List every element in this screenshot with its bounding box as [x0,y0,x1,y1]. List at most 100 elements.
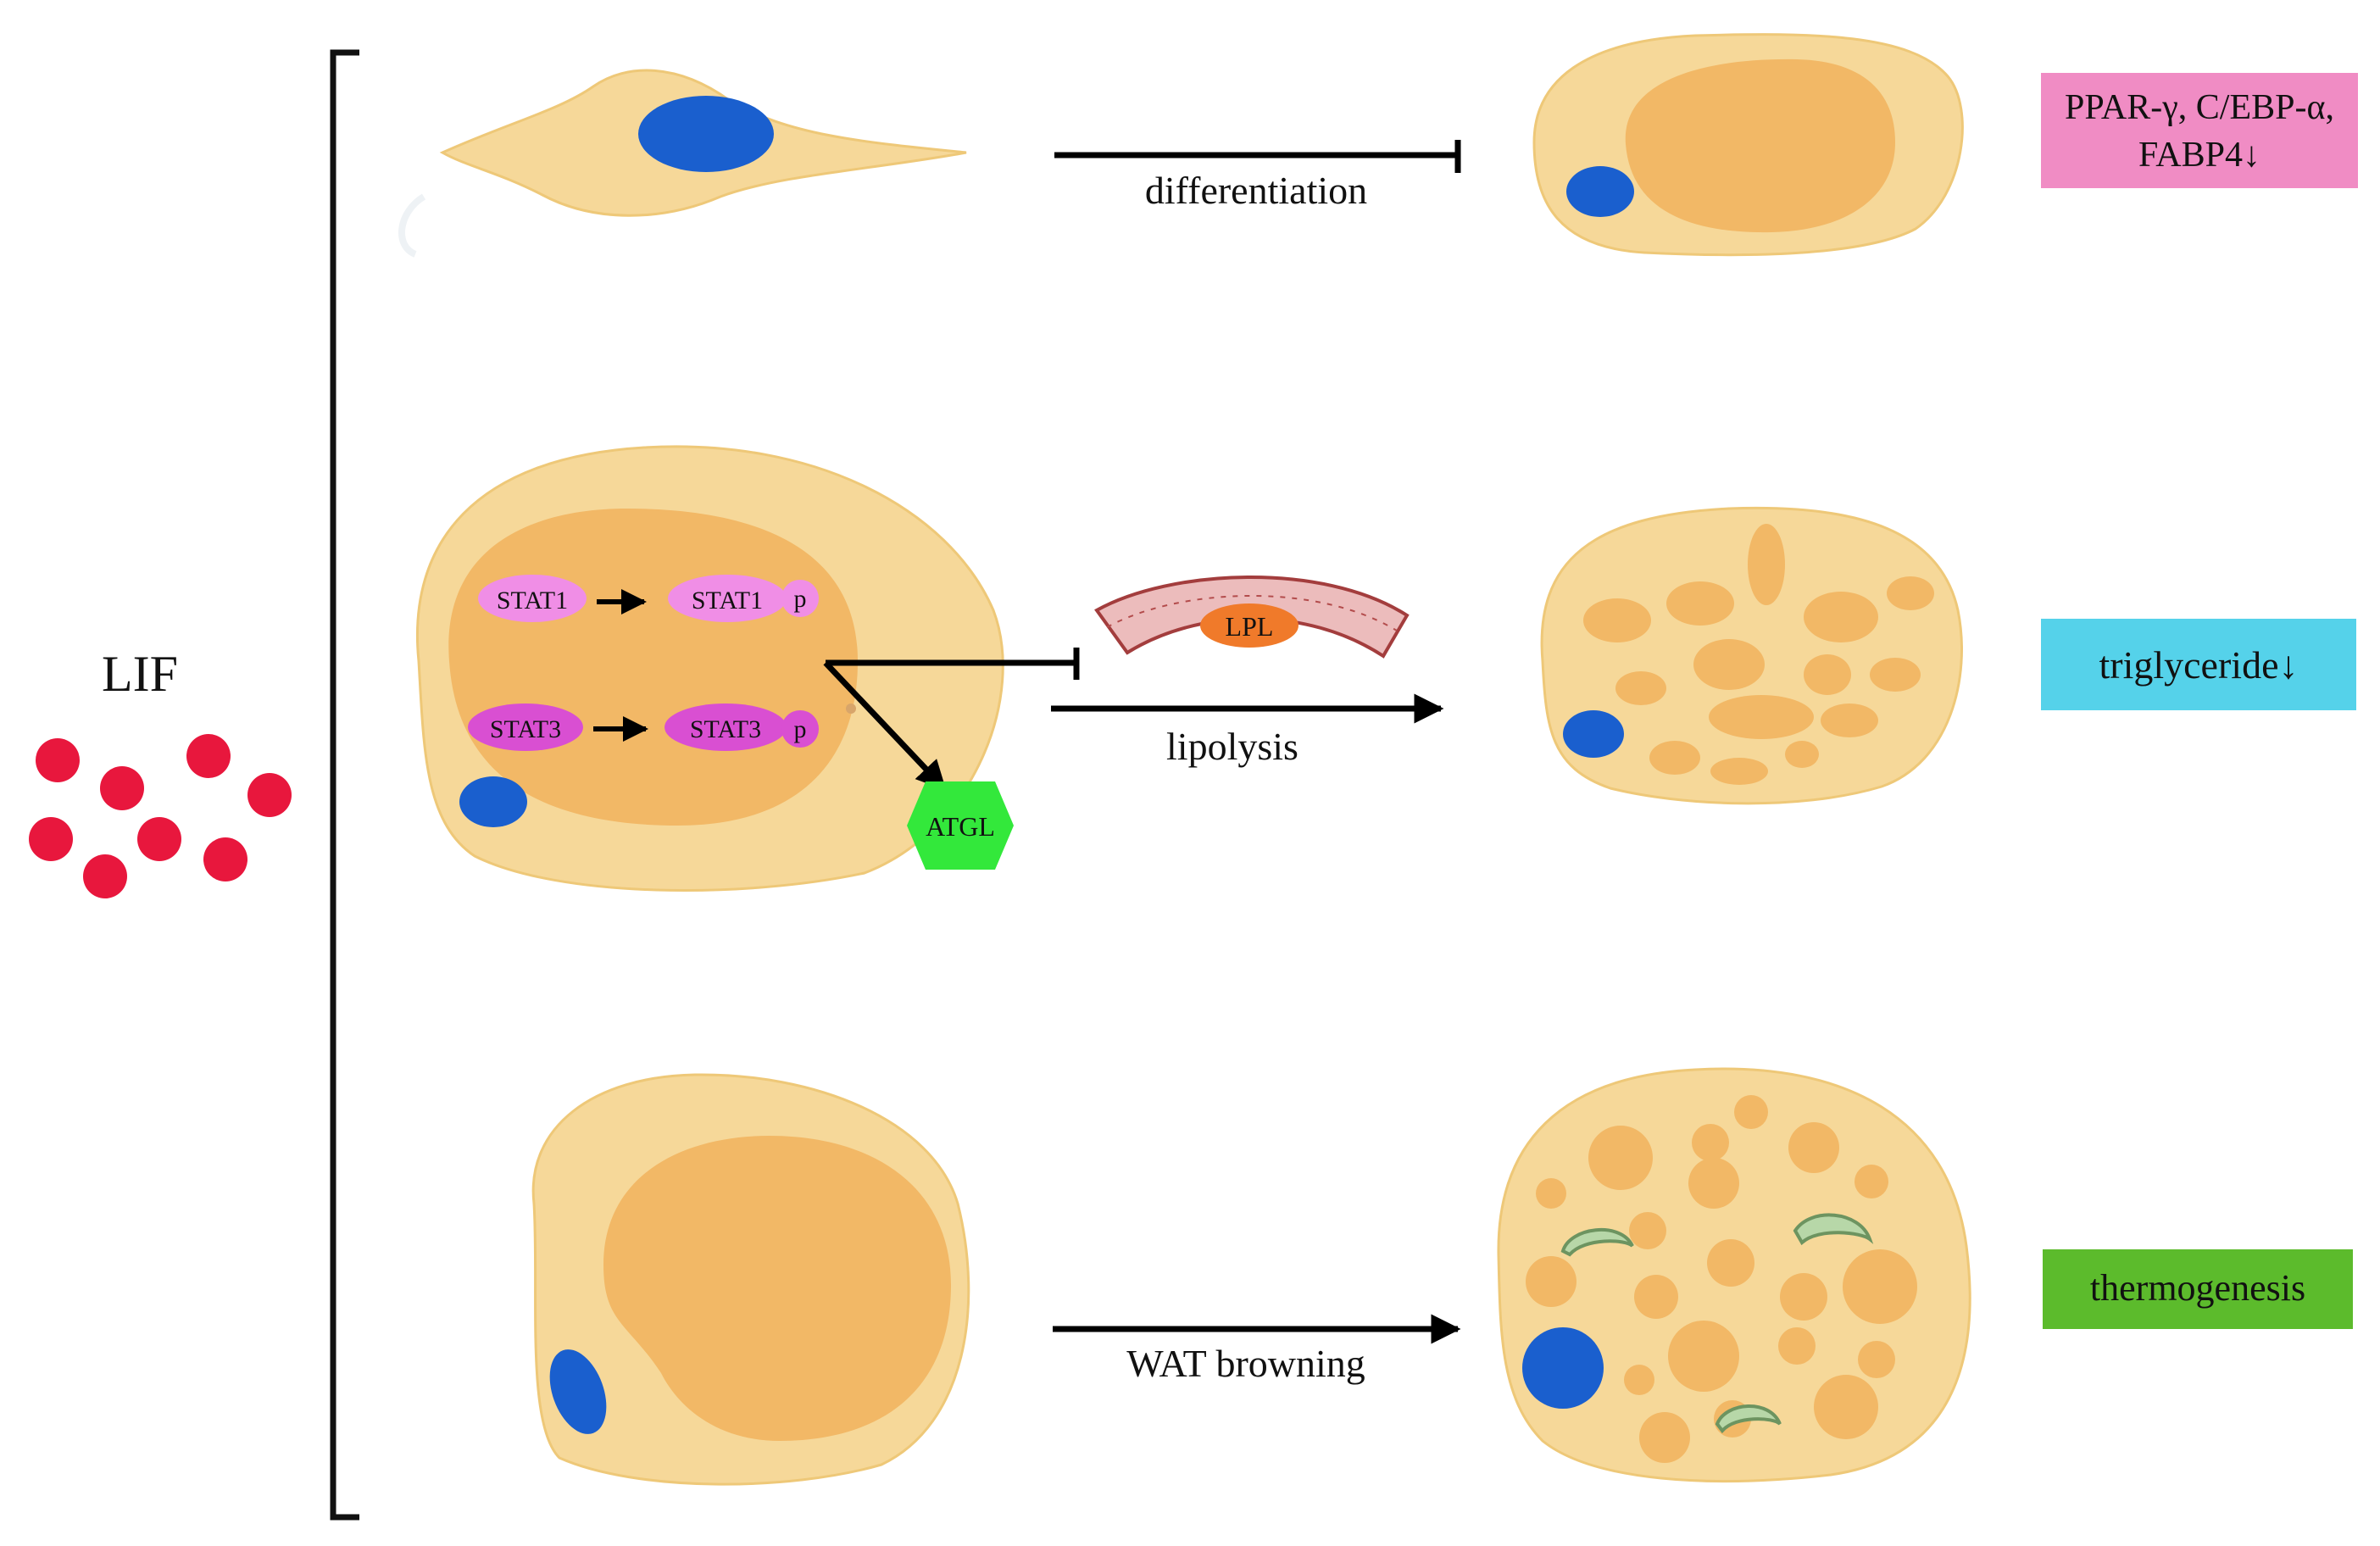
lipolysis-label: lipolysis [1166,725,1298,768]
droplet [1707,1239,1754,1287]
droplet [1785,741,1819,768]
droplet [1804,592,1878,642]
atgl-hexagon [907,781,1014,870]
droplet [1821,703,1878,737]
droplet [1668,1321,1739,1392]
lif-label: LIF [102,646,178,702]
lif-dot [203,837,247,881]
stat1-active-node [668,575,787,622]
beige-adipocyte-nucleus [1522,1327,1604,1409]
lipid-droplet [1625,58,1895,233]
lif-dot [83,854,127,898]
white-adipocyte-lipid [603,1136,951,1441]
badge-differentiation-line2: FABP4↓ [2138,136,2260,175]
atgl-label: ATGL [926,811,995,842]
droplet [1709,695,1814,739]
row-lipolysis: STAT1 STAT1 p STAT3 STAT3 p [416,445,2356,892]
mitochondrion [1793,1213,1874,1246]
browning-label: WAT browning [1126,1342,1365,1385]
atgl-activation-arrow [823,660,947,791]
mitochondrion [1715,1404,1782,1434]
atgl-enzyme: ATGL [907,781,1014,870]
lif-dot [247,773,292,817]
white-adipocyte [531,1073,970,1486]
faint-stroke [398,193,426,258]
droplet [1748,524,1785,605]
stat1-label: STAT1 [497,587,568,615]
lif-dot [186,734,231,778]
droplet [1649,741,1700,775]
stat1-pathway: STAT1 STAT1 p [478,575,819,622]
stat3-active-label: STAT3 [690,715,761,743]
lpl-vessel: LPL [1094,576,1410,659]
droplet [1788,1122,1839,1173]
lipid-droplets [1583,524,1934,785]
droplet [1536,1178,1566,1209]
stat1-phospho-label: p [794,585,807,613]
stat1-active-label: STAT1 [692,587,763,615]
lif-dot [36,738,80,782]
droplet [1583,598,1651,642]
white-adipocyte-nucleus [549,1349,607,1434]
small-granule [846,703,856,714]
lipolytic-nucleus [1563,710,1624,758]
droplet [1624,1365,1654,1395]
badge-differentiation-line1: PPAR-γ, C/EBP-α, [2065,88,2334,127]
preadipocyte-nucleus [638,96,774,172]
signaling-lipid-droplet [448,509,858,826]
badge-differentiation: PPAR-γ, C/EBP-α, FABP4↓ [2041,73,2358,188]
lif-dot [29,817,73,861]
droplet [1634,1275,1678,1319]
droplet [1734,1095,1768,1129]
droplet [1870,658,1921,692]
badge-thermogenesis-box [2043,1249,2353,1329]
badge-triglyceride-label: triglyceride↓ [2099,643,2298,687]
stat3-node [468,703,583,751]
stat3-label: STAT3 [490,715,561,743]
lipolytic-adipocyte [1540,506,1963,805]
droplet [1615,671,1666,705]
droplet [1843,1249,1917,1324]
droplet [1693,639,1765,690]
beige-adipocyte [1497,1067,1971,1482]
droplet [1858,1341,1895,1378]
differentiation-label: differentiation [1145,169,1367,212]
lif-dot [100,766,144,810]
stat3-pathway: STAT3 STAT3 p [468,703,819,751]
stat1-node [478,575,587,622]
badge-triglyceride: triglyceride↓ [2041,619,2356,710]
stat3-phospho-badge [781,710,819,748]
droplet [1780,1273,1827,1321]
badge-thermogenesis: thermogenesis [2043,1249,2353,1329]
vessel-inner-line [1106,595,1398,631]
droplet [1692,1124,1729,1161]
lipolysis-arrow-group: lipolysis [1051,693,1444,768]
signaling-nucleus [459,776,527,827]
differentiation-inhibition: differentiation [1054,140,1461,212]
droplet [1778,1327,1816,1365]
effects-bracket [330,49,359,1521]
droplet [1814,1375,1878,1439]
droplet [1588,1126,1653,1190]
adipocyte-nucleus [1566,166,1634,217]
badge-triglyceride-box [2041,619,2356,710]
droplet [1629,1212,1666,1249]
lif-ligand: LIF [29,646,292,898]
lif-dot [137,817,181,861]
mature-adipocyte-small [1532,33,1964,257]
droplet [1666,581,1734,626]
droplet [1855,1165,1888,1198]
droplet [1688,1158,1739,1209]
mitochondria [1560,1213,1874,1434]
mitochondrion [1560,1227,1634,1257]
lpl-label: LPL [1226,611,1274,642]
stat1-phospho-badge [781,580,819,617]
row-browning: WAT browning [531,1067,2353,1486]
stat3-active-node [665,703,787,751]
badge-thermogenesis-label: thermogenesis [2090,1267,2305,1309]
row-differentiation: differentiation PPAR-γ, C/EBP-α, FABP4↓ [398,33,2358,258]
lif-dots [29,734,292,898]
droplet [1639,1412,1690,1463]
droplet [1887,576,1934,610]
